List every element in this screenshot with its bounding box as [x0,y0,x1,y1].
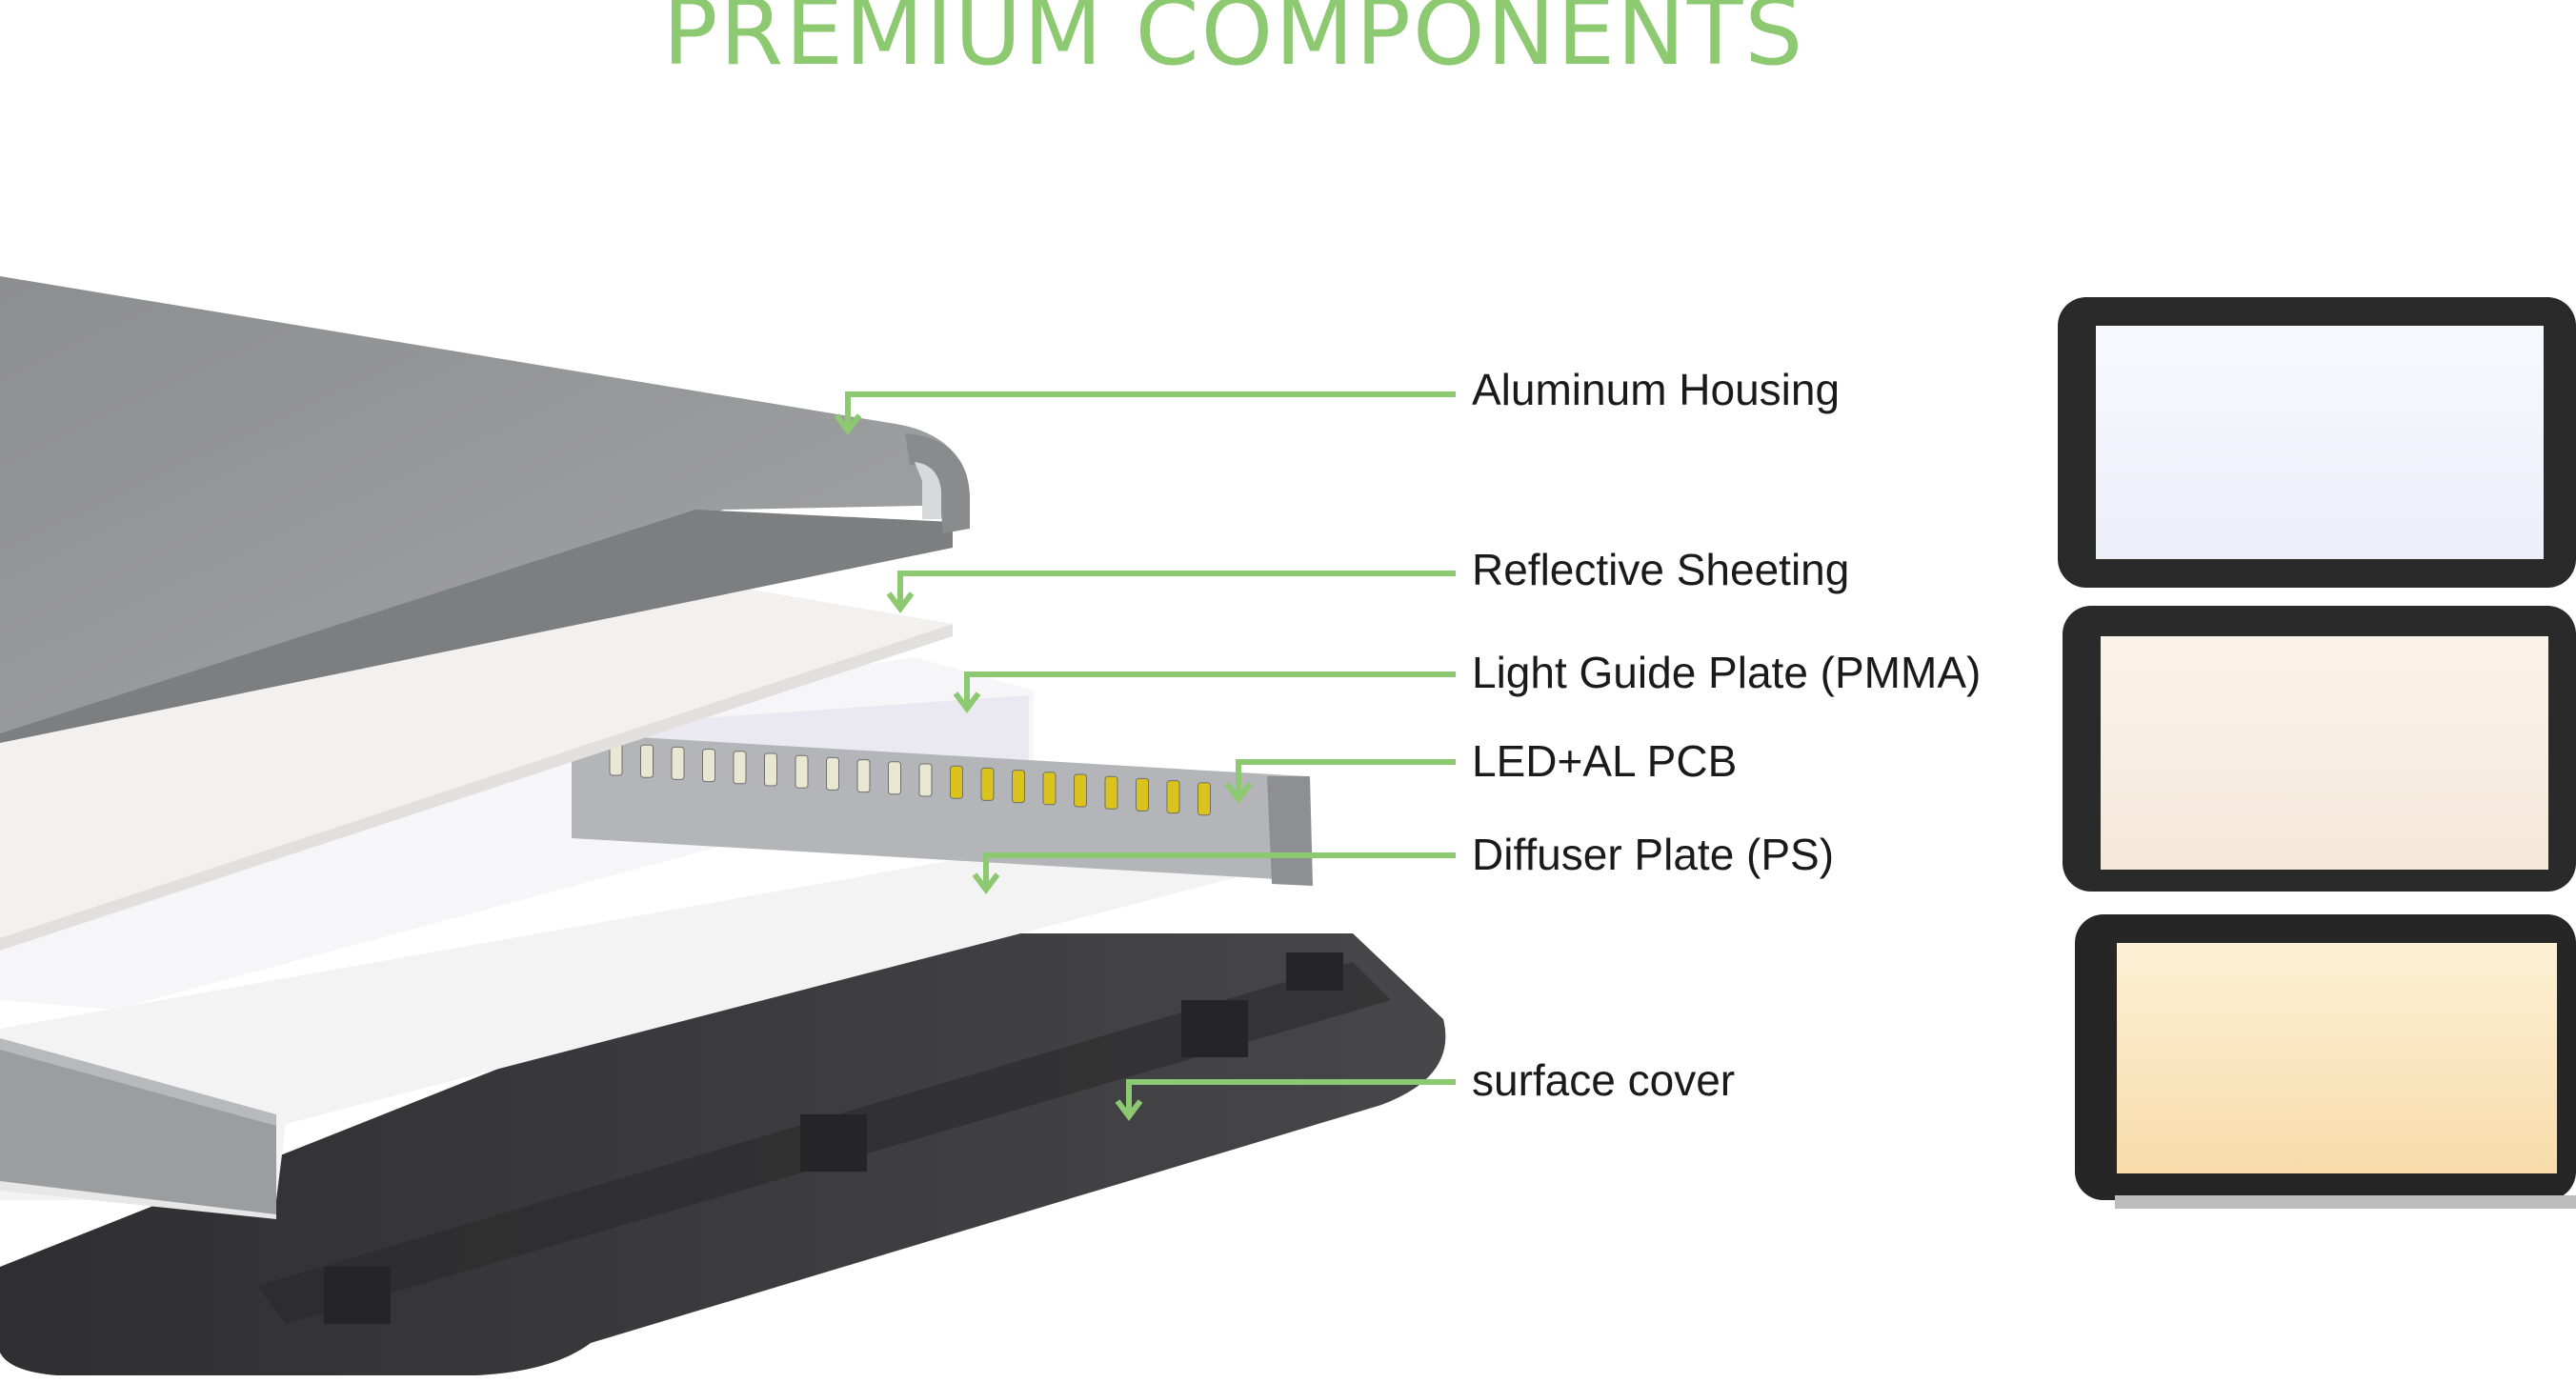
surface-cover-part [0,933,1446,1375]
led-chip [702,749,715,783]
leader-surface-cover [1126,1079,1456,1112]
led-chip [1074,773,1087,808]
label-light-guide-plate: Light Guide Plate (PMMA) [1472,648,1981,697]
leader-surface-cover-arrow [1115,1099,1143,1121]
led-chip [1042,772,1057,806]
led-chip [980,767,995,801]
led-chip [888,761,901,795]
led-chip [1104,775,1118,810]
led-pcb-part [572,733,1313,886]
leader-aluminum-housing-arrow [834,413,862,435]
aluminum-housing-part [0,276,970,743]
label-led-pcb: LED+AL PCB [1472,736,1737,786]
led-chip [733,751,747,785]
leader-led-pcb [1236,759,1456,795]
led-chip [918,763,933,797]
led-chip [671,746,685,780]
leader-light-guide-plate [964,671,1456,705]
label-aluminum-housing: Aluminum Housing [1472,365,1840,414]
led-row [609,742,1211,816]
leader-light-guide-plate-arrow [953,692,981,713]
leader-aluminum-housing [845,391,1456,427]
led-chip [640,744,654,778]
swatch-neutral-white [2063,606,2576,892]
swatch-warm-white [2075,914,2576,1209]
led-chip [764,752,777,787]
led-chip [1012,770,1025,804]
leader-diffuser-plate [983,852,1456,886]
callout-leader-lines [834,391,1456,1121]
leader-reflective-sheeting [897,571,1456,605]
led-chip [1136,777,1149,812]
label-reflective-sheeting: Reflective Sheeting [1472,545,1849,594]
led-chip [1197,782,1211,816]
led-chip [1166,780,1180,814]
label-diffuser-plate: Diffuser Plate (PS) [1472,830,1834,879]
led-chip [826,756,839,791]
leader-diffuser-plate-arrow [972,872,1000,894]
led-chip [950,765,963,799]
led-chip [795,754,809,789]
led-chip [856,759,871,793]
leader-reflective-sheeting-arrow [886,591,915,613]
label-surface-cover: surface cover [1472,1055,1735,1105]
page-title: PREMIUM COMPONENTS [662,0,1805,86]
housing-lip-part [0,1038,276,1214]
leader-led-pcb-arrow [1224,782,1253,804]
swatch-cool-white [2058,297,2576,588]
